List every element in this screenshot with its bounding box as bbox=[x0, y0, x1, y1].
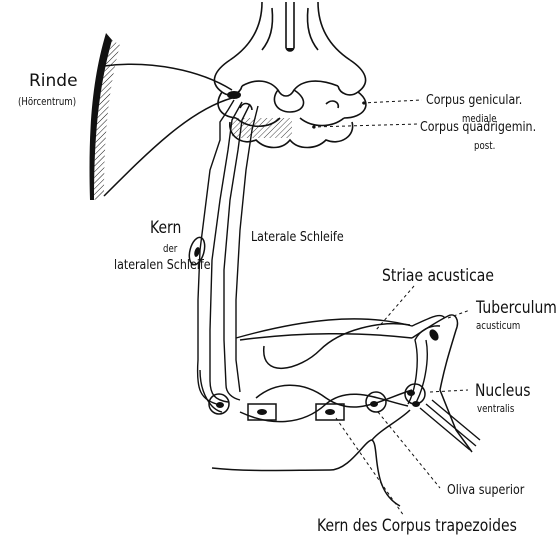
label-hoercentrum: (Hörcentrum) bbox=[18, 97, 76, 108]
label-ventralis: ventralis bbox=[477, 404, 514, 415]
tuberculum-dot bbox=[428, 328, 441, 342]
label-rinde: Rinde bbox=[29, 73, 78, 90]
ventral-nucleus-dot-1 bbox=[407, 390, 415, 396]
acoustic-radiation bbox=[104, 64, 232, 196]
label-acusticum: acusticum bbox=[476, 321, 520, 332]
label-corpus-quadrigemin: Corpus quadrigemin. bbox=[420, 121, 536, 135]
cortex-shape bbox=[90, 33, 120, 200]
label-kern: Kern bbox=[150, 220, 181, 237]
right-olive-dot bbox=[370, 401, 378, 407]
ventral-nucleus-dot-2 bbox=[412, 401, 420, 407]
geniculate-nucleus-dot bbox=[227, 91, 241, 99]
label-striae-acusticae: Striae acusticae bbox=[382, 268, 494, 285]
left-trapezoid-dot bbox=[257, 409, 267, 415]
label-nucleus: Nucleus bbox=[475, 383, 530, 400]
label-lateralen-schleife: lateralen Schleife bbox=[114, 259, 211, 273]
left-olive-dot bbox=[216, 402, 224, 408]
lateral-lemniscus bbox=[198, 100, 258, 412]
label-corpus-geniculat: Corpus genicular. bbox=[426, 94, 522, 108]
label-der: der bbox=[163, 244, 177, 255]
label-oliva-superior: Oliva superior bbox=[447, 484, 524, 498]
label-tuberculum: Tuberculum bbox=[476, 300, 556, 317]
leader-lines bbox=[312, 100, 470, 516]
right-trapezoid-dot bbox=[325, 409, 335, 415]
label-laterale-schleife: Laterale Schleife bbox=[251, 231, 344, 245]
label-kern-corpus-trapezoides: Kern des Corpus trapezoides bbox=[317, 518, 517, 535]
label-post: post. bbox=[474, 141, 495, 152]
